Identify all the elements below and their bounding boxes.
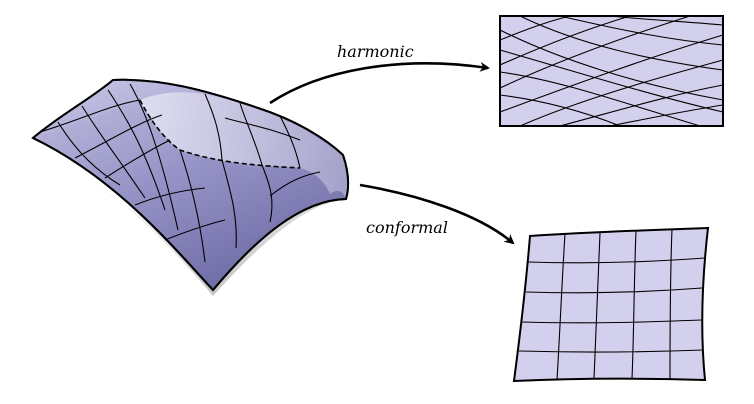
harmonic-rect — [499, 15, 724, 127]
curved-surface — [31, 78, 350, 296]
conformal-grid — [518, 228, 706, 381]
cut-boundary — [139, 99, 301, 169]
conformal-map — [512, 226, 710, 383]
harmonic-arrow — [269, 61, 490, 105]
surface-peeled-flap — [140, 92, 349, 199]
harmonic-map — [499, 15, 724, 127]
harmonic-grid — [499, 15, 724, 127]
conformal-quad — [512, 226, 710, 383]
harmonic-label: harmonic — [337, 42, 414, 61]
surface-grid — [39, 83, 321, 263]
surface-outline — [31, 78, 350, 292]
conformal-label: conformal — [366, 218, 448, 237]
conformal-arrow — [359, 183, 515, 245]
